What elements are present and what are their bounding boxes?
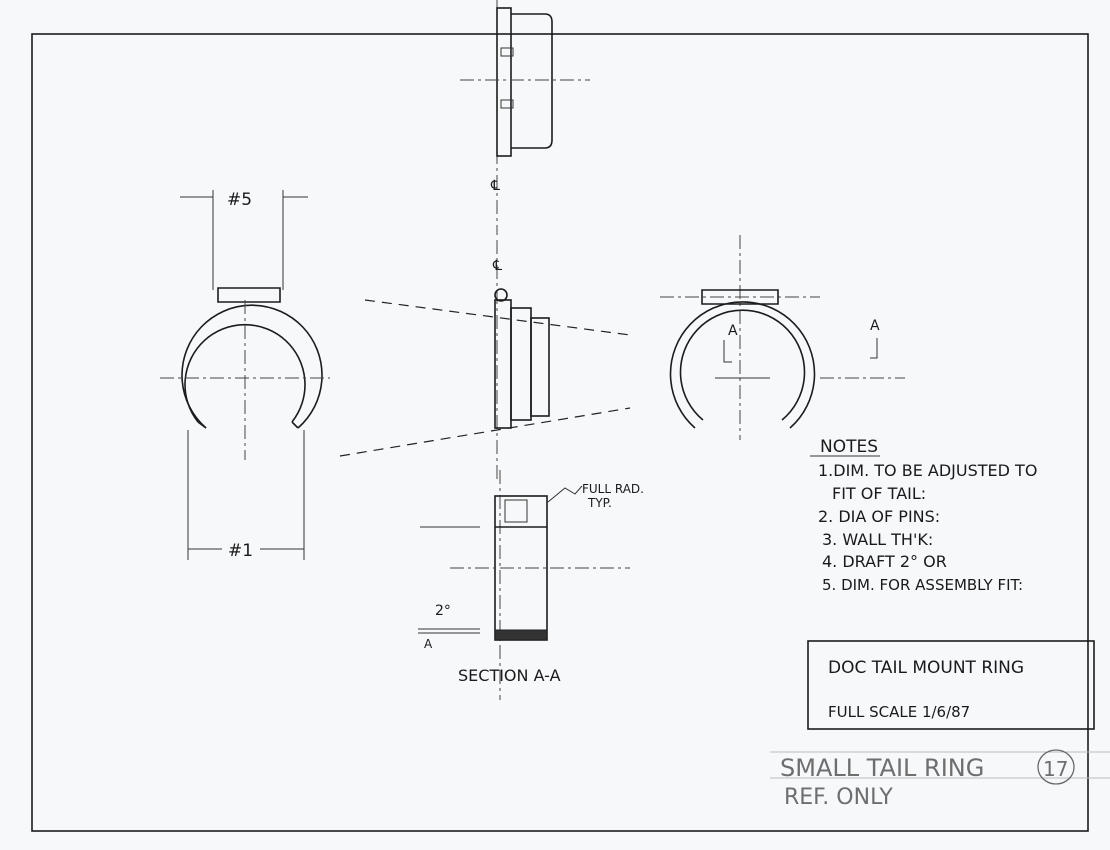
note-item: 1.DIM. TO BE ADJUSTED TO xyxy=(818,461,1037,480)
right-ring-view: A A xyxy=(660,235,905,440)
left-ring-view: #5 #1 xyxy=(160,190,330,561)
notes-heading: NOTES xyxy=(820,437,878,457)
drawing-title: DOC TAIL MOUNT RING xyxy=(828,658,1024,678)
note-item: 5. DIM. FOR ASSEMBLY FIT: xyxy=(822,576,1023,594)
callout-full-rad: FULL RAD. xyxy=(582,482,644,496)
centerline-symbol-middle: ℄ xyxy=(492,258,502,274)
note-item: 2. DIA OF PINS: xyxy=(818,507,940,526)
pencil-note: SMALL TAIL RING 17 REF. ONLY xyxy=(770,749,1110,810)
section-marker-left: A xyxy=(728,323,738,339)
pencil-note-title: SMALL TAIL RING xyxy=(780,754,984,782)
pencil-note-ref: REF. ONLY xyxy=(784,785,893,810)
note-item: 4. DRAFT 2° OR xyxy=(822,552,947,571)
section-a-a-view: 2° A FULL RAD. TYP. SECTION A-A xyxy=(418,470,644,700)
angle-marker: A xyxy=(424,637,433,651)
title-block: DOC TAIL MOUNT RING FULL SCALE 1/6/87 xyxy=(807,640,1095,730)
sheet-border xyxy=(31,33,1089,832)
centerline-symbol-top: ℄ xyxy=(490,178,500,194)
pencil-note-number: 17 xyxy=(1043,757,1068,781)
draft-angle-label: 2° xyxy=(435,603,451,619)
note-item: 3. WALL TH'K: xyxy=(822,530,933,549)
dimension-opening-label: #1 xyxy=(228,541,253,561)
top-view: ℄ xyxy=(460,0,590,235)
scale-date: FULL SCALE 1/6/87 xyxy=(828,703,970,721)
callout-typ: TYP. xyxy=(587,496,612,510)
section-title: SECTION A-A xyxy=(458,666,561,685)
note-item: FIT OF TAIL: xyxy=(832,484,926,503)
section-marker-right: A xyxy=(870,318,880,334)
notes-block: NOTES 1.DIM. TO BE ADJUSTED TO FIT OF TA… xyxy=(810,437,1037,594)
side-view: ℄ xyxy=(339,240,631,480)
dimension-width-label: #5 xyxy=(227,190,252,210)
